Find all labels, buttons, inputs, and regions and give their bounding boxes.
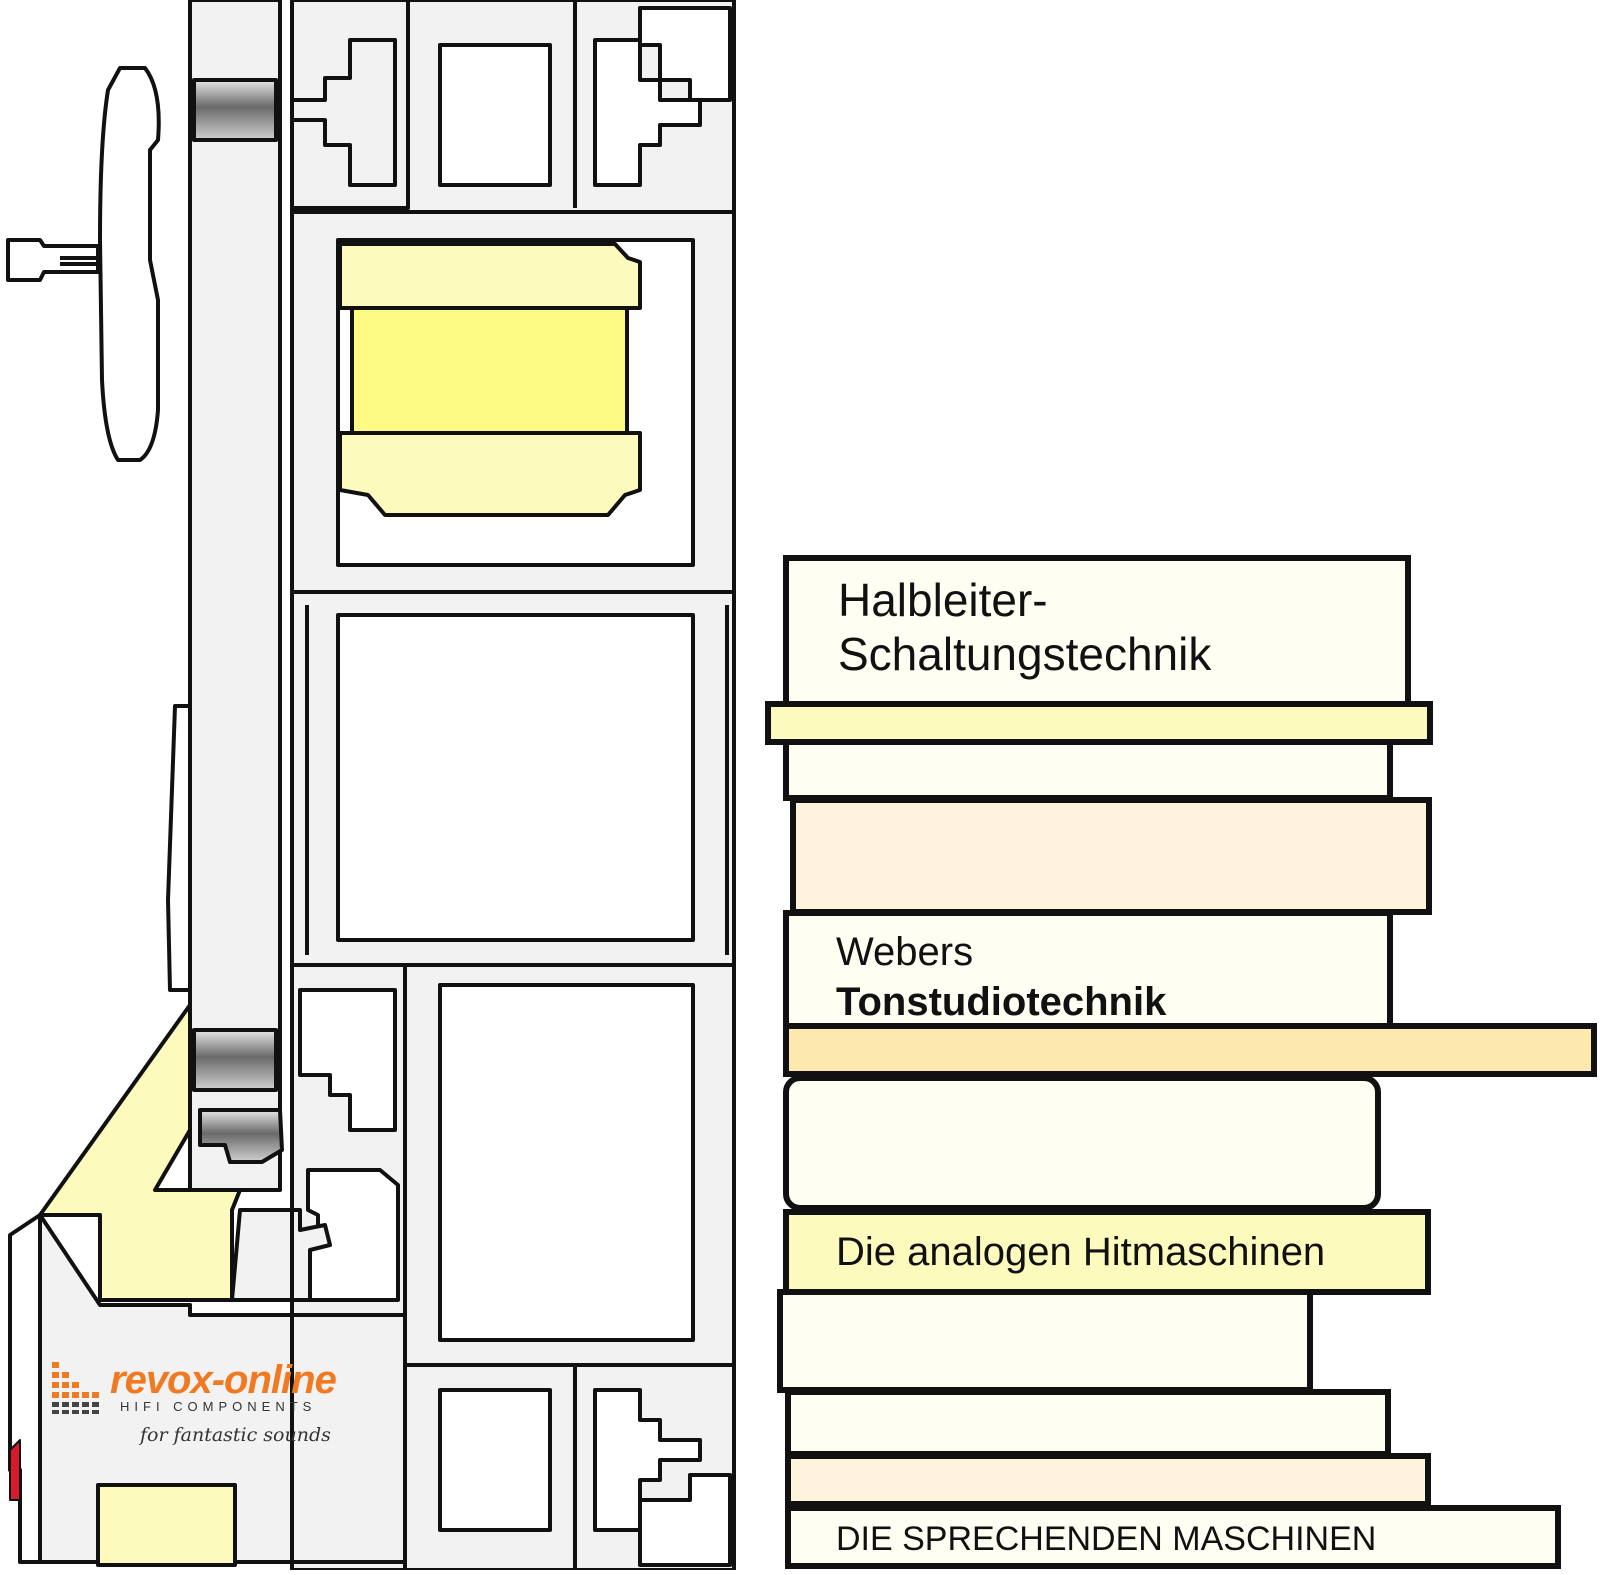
book-peach xyxy=(790,797,1432,915)
tape-machine-cross-section xyxy=(6,0,736,1572)
book-hitmaschinen xyxy=(783,1209,1431,1295)
book-title-halbleiter-1: Halbleiter- xyxy=(838,574,1048,626)
base-side-wall xyxy=(8,1213,42,1564)
logo-slogan: for fantastic sounds xyxy=(140,1424,331,1446)
book-yellow-thin xyxy=(765,701,1433,745)
book-plain-3 xyxy=(785,1389,1391,1457)
book-rounded xyxy=(783,1075,1381,1211)
book-yellow-thin-2 xyxy=(785,1453,1431,1507)
roller-top xyxy=(192,78,278,142)
logo-subtitle: HIFI COMPONENTS xyxy=(120,1399,317,1414)
window-middle xyxy=(336,613,695,942)
spool-bottom-flange xyxy=(338,431,642,517)
corner-slot-top xyxy=(638,6,732,102)
spool-core xyxy=(350,306,629,435)
book-title-sprechenden: DIE SPRECHENDEN MASCHINEN xyxy=(836,1520,1377,1558)
book-sand-long xyxy=(783,1023,1597,1077)
knob-wheel xyxy=(98,66,161,462)
roller-bottom xyxy=(192,1028,278,1092)
square-top xyxy=(438,43,552,187)
t-slot-1 xyxy=(290,0,410,210)
main-column xyxy=(188,0,282,1192)
corner-slot-bottom xyxy=(638,1473,732,1567)
book-sprechenden xyxy=(785,1505,1561,1569)
t-slot-3 xyxy=(298,988,397,1132)
knob-shaft xyxy=(6,238,100,282)
book-plain-1 xyxy=(783,739,1393,801)
book-title-hitmaschinen: Die analogen Hitmaschinen xyxy=(836,1230,1326,1274)
red-accent xyxy=(9,1439,21,1501)
side-panel xyxy=(166,704,192,992)
lower-clamp xyxy=(198,1108,284,1164)
base-button xyxy=(96,1483,237,1567)
book-plain-2 xyxy=(777,1289,1313,1393)
book-title-halbleiter-2: Schaltungstechnik xyxy=(838,628,1212,680)
book-title-webers-2: Tonstudiotechnik xyxy=(836,980,1167,1024)
book-title-webers-1: Webers xyxy=(836,930,974,974)
t-slot-2 xyxy=(593,38,702,187)
lower-arm xyxy=(230,1208,332,1302)
book-stack xyxy=(765,555,1597,1569)
spool-top-flange xyxy=(338,242,642,310)
logo-name: revox-online xyxy=(110,1358,337,1402)
yellow-ramp xyxy=(38,1003,242,1302)
square-bottom xyxy=(438,1388,552,1532)
equalizer-bars-icon xyxy=(52,1362,99,1414)
window-lower xyxy=(438,983,695,1342)
